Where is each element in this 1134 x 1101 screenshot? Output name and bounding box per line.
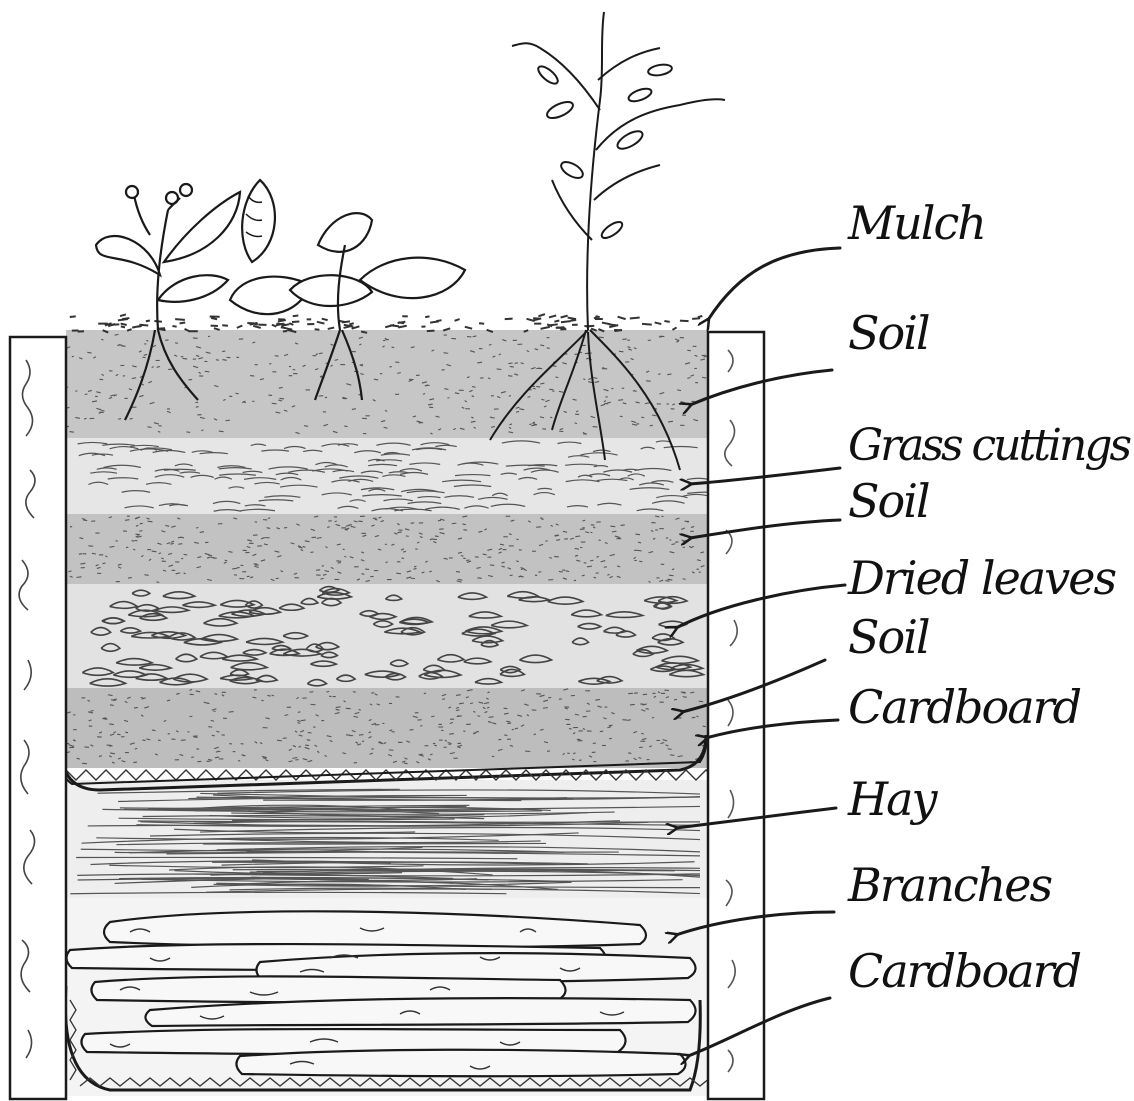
label-cardboard-2: Cardboard: [848, 948, 1080, 994]
label-hay: Hay: [848, 776, 936, 822]
left-board: [10, 337, 66, 1099]
arrow-mulch: [708, 248, 840, 320]
label-dried-leaves: Dried leaves: [848, 555, 1115, 601]
label-grass-cuttings: Grass cuttings: [848, 424, 1129, 468]
label-cardboard-1: Cardboard: [848, 684, 1080, 730]
right-board: [708, 332, 764, 1099]
label-soil-1: Soil: [848, 310, 929, 356]
label-mulch: Mulch: [848, 200, 985, 246]
soil-layer-bottom: [66, 688, 708, 768]
label-soil-2: Soil: [848, 478, 929, 524]
label-soil-3: Soil: [848, 614, 929, 660]
soil-layer-middle: [66, 514, 708, 586]
label-branches: Branches: [848, 862, 1051, 908]
